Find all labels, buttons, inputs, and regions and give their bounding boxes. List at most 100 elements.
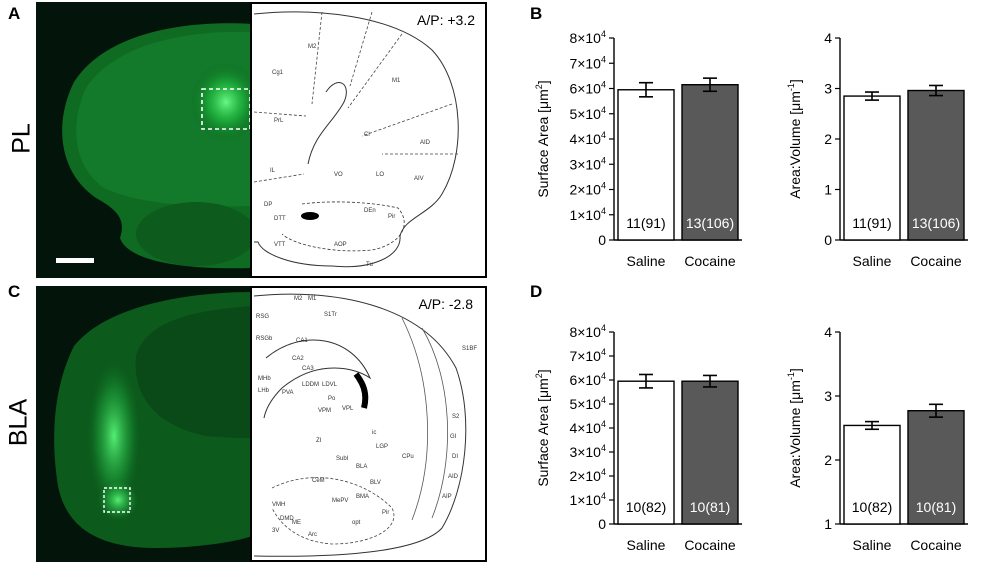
y-tick-label: 0 — [598, 232, 606, 248]
atlas-region-label: LDDM — [302, 382, 319, 388]
atlas-region-label: MHb — [258, 376, 271, 382]
x-category-label: Cocaine — [910, 253, 962, 269]
x-category-label: Saline — [853, 537, 892, 553]
micrograph-pl-image — [62, 23, 262, 269]
y-axis-label: Area:Volume [μm-1] — [786, 79, 803, 199]
atlas-region-label: CeM — [312, 478, 325, 484]
atlas-region-label: LHb — [258, 388, 270, 394]
y-tick-label: 1×104 — [569, 206, 606, 223]
y-tick-label: 6×104 — [569, 80, 606, 97]
ap-label-bla: A/P: -2.8 — [418, 296, 473, 312]
atlas-region-label: BLA — [356, 464, 367, 470]
y-tick-label: 8×104 — [569, 29, 606, 46]
bar-saline — [843, 95, 901, 241]
atlas-region-label: DTT — [274, 216, 286, 222]
x-category-label: Cocaine — [684, 537, 736, 553]
bar-count-label: 13(106) — [686, 215, 734, 231]
panel-letter-b: B — [530, 4, 543, 23]
y-tick-label: 0 — [824, 232, 832, 248]
y-axis-label: Surface Area [μm2] — [534, 369, 551, 486]
micrograph-bla-image — [54, 292, 252, 548]
atlas-region-label: M2 — [308, 44, 317, 50]
atlas-region-label: S1Tr — [324, 312, 337, 318]
atlas-region-label: IL — [270, 168, 276, 174]
atlas-region-label: ME — [292, 520, 301, 526]
y-tick-label: 2 — [824, 452, 832, 468]
atlas-region-label: Arc — [308, 532, 317, 538]
atlas-region-label: RSGb — [256, 336, 273, 342]
y-tick-label: 4 — [824, 30, 832, 46]
bar-cocaine — [681, 84, 739, 241]
bar-cocaine — [681, 380, 739, 525]
atlas-region-label: Cl — [364, 132, 370, 138]
bar-count-label: 10(81) — [690, 499, 730, 515]
atlas-region-label: AIV — [414, 176, 424, 182]
atlas-region-label: Cg1 — [272, 70, 284, 76]
atlas-region-label: VMH — [272, 502, 285, 508]
atlas-region-label: CA2 — [292, 356, 304, 362]
region-label-pl: PL — [7, 123, 36, 154]
bar-count-label: 10(82) — [852, 499, 892, 515]
y-tick-label: 2 — [824, 131, 832, 147]
x-category-label: Saline — [627, 537, 666, 553]
y-axis-label: Surface Area [μm2] — [534, 80, 551, 197]
atlas-region-label: GI — [450, 434, 457, 440]
y-tick-label: 3×104 — [569, 443, 606, 460]
bar-count-label: 11(91) — [626, 215, 665, 231]
panel-letter-a: A — [8, 4, 21, 23]
y-tick-label: 3 — [824, 81, 832, 97]
atlas-region-label: DEn — [364, 208, 376, 214]
bar-count-label: 11(91) — [852, 215, 891, 231]
bar-count-label: 10(81) — [916, 499, 956, 515]
y-tick-label: 8×104 — [569, 323, 606, 340]
atlas-region-label: opt — [352, 520, 361, 526]
atlas-region-label: BLV — [370, 480, 381, 486]
atlas-region-label: M2 — [294, 296, 303, 302]
atlas-region-label: Pir — [382, 510, 389, 516]
x-category-label: Saline — [853, 253, 892, 269]
atlas-region-label: VPL — [342, 406, 354, 412]
atlas-region-label: LDVL — [322, 382, 338, 388]
micrograph-bla — [36, 286, 252, 562]
bar-cocaine — [907, 89, 965, 241]
micrograph-pl — [36, 2, 262, 278]
atlas-region-label: BMA — [356, 494, 369, 500]
y-tick-label: 4 — [824, 324, 832, 340]
y-tick-label: 2×104 — [569, 467, 606, 484]
atlas-region-label: ZI — [316, 438, 322, 444]
panel-letter-d: D — [530, 282, 543, 301]
panel-letter-c: C — [8, 282, 21, 301]
x-category-label: Saline — [627, 253, 666, 269]
atlas-region-label: CA1 — [296, 338, 308, 344]
y-tick-label: 4×104 — [569, 130, 606, 147]
x-category-label: Cocaine — [910, 537, 962, 553]
y-tick-label: 2×104 — [569, 181, 606, 198]
atlas-region-label: RSG — [256, 314, 269, 320]
y-tick-label: 5×104 — [569, 105, 606, 122]
atlas-region-label: DI — [452, 454, 458, 460]
atlas-region-label: M1 — [392, 78, 401, 84]
y-tick-label: 7×104 — [569, 347, 606, 364]
atlas-region-label: S1BF — [462, 346, 477, 352]
atlas-region-label: CA3 — [302, 366, 314, 372]
atlas-region-label: SubI — [336, 456, 349, 462]
atlas-region-label: VPM — [318, 408, 331, 414]
atlas-region-label: AOP — [334, 242, 347, 248]
atlas-region-label: DP — [264, 202, 272, 208]
bar-count-label: 10(82) — [626, 499, 666, 515]
atlas-region-label: CPu — [402, 454, 414, 460]
y-tick-label: 6×104 — [569, 371, 606, 388]
atlas-region-label: DMD — [280, 516, 294, 522]
atlas-region-label: VO — [334, 172, 343, 178]
atlas-region-label: 3V — [272, 528, 279, 534]
atlas-region-label: Po — [328, 396, 336, 402]
atlas-region-label: LGP — [376, 444, 388, 450]
y-tick-label: 5×104 — [569, 395, 606, 412]
y-tick-label: 3 — [824, 388, 832, 404]
chart-d-surface-area: 01×1042×1043×1044×1045×1046×1047×1048×10… — [534, 323, 742, 553]
y-tick-label: 4×104 — [569, 419, 606, 436]
